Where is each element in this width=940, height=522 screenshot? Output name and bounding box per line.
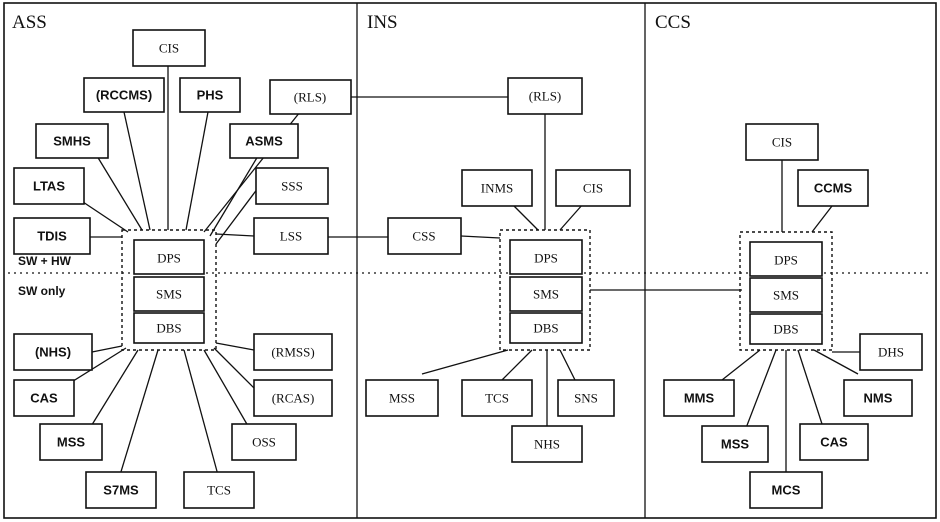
svg-text:MSS: MSS xyxy=(389,391,415,406)
ass-core-cluster: DPS SMS DBS xyxy=(121,229,217,351)
svg-text:MSS: MSS xyxy=(57,435,86,450)
svg-text:(RCCMS): (RCCMS) xyxy=(96,88,152,103)
svg-text:(RMSS): (RMSS) xyxy=(271,345,314,360)
ccs-node-mms: MMS xyxy=(663,379,735,417)
ins-node-rls: (RLS) xyxy=(507,77,583,115)
ins-core-cluster: DPS SMS DBS xyxy=(499,229,591,351)
svg-text:TCS: TCS xyxy=(485,391,509,406)
ass-node-rccms: (RCCMS) xyxy=(83,77,165,113)
ins-core-sms: SMS xyxy=(533,287,559,302)
svg-text:MCS: MCS xyxy=(772,483,801,498)
ass-node-rmss: (RMSS) xyxy=(253,333,333,371)
ass-node-oss: OSS xyxy=(231,423,297,461)
ass-node-rcas: (RCAS) xyxy=(253,379,333,417)
ass-node-ltas: LTAS xyxy=(13,167,85,205)
svg-text:CCMS: CCMS xyxy=(814,181,853,196)
ass-node-rls: (RLS) xyxy=(269,79,352,115)
section-title-ccs: CCS xyxy=(655,12,691,33)
svg-text:S7MS: S7MS xyxy=(103,483,139,498)
ins-node-css: CSS xyxy=(387,217,462,255)
svg-text:TDIS: TDIS xyxy=(37,229,67,244)
ass-node-cis: CIS xyxy=(132,29,206,67)
ccs-node-cis: CIS xyxy=(745,123,819,161)
svg-text:CAS: CAS xyxy=(820,435,848,450)
ins-node-sns: SNS xyxy=(557,379,615,417)
svg-text:(RLS): (RLS) xyxy=(294,90,327,105)
svg-text:CIS: CIS xyxy=(772,135,792,150)
ins-node-mss: MSS xyxy=(365,379,439,417)
ass-core-dbs: DBS xyxy=(156,321,181,336)
section-title-ins: INS xyxy=(367,12,398,33)
ass-node-nhs: (NHS) xyxy=(13,333,93,371)
ccs-node-nms: NMS xyxy=(843,379,913,417)
svg-text:MSS: MSS xyxy=(721,437,750,452)
ass-core-sms: SMS xyxy=(156,287,182,302)
svg-text:(RCAS): (RCAS) xyxy=(272,391,315,406)
ccs-core-cluster: DPS SMS DBS xyxy=(739,231,833,351)
ccs-node-ccms: CCMS xyxy=(797,169,869,207)
svg-text:SSS: SSS xyxy=(281,179,303,194)
svg-text:SMHS: SMHS xyxy=(53,134,91,149)
svg-text:LTAS: LTAS xyxy=(33,179,65,194)
ccs-node-mcs: MCS xyxy=(749,471,823,509)
ass-node-cas: CAS xyxy=(13,379,75,417)
svg-text:NMS: NMS xyxy=(864,391,893,406)
ccs-core-dps: DPS xyxy=(774,253,798,268)
ins-node-tcs: TCS xyxy=(461,379,533,417)
svg-text:CIS: CIS xyxy=(583,181,603,196)
ccs-node-mss: MSS xyxy=(701,425,769,463)
ass-node-lss: LSS xyxy=(253,217,329,255)
ass-node-sss: SSS xyxy=(255,167,329,205)
ccs-node-dhs: DHS xyxy=(859,333,923,371)
svg-text:DHS: DHS xyxy=(878,345,904,360)
ass-node-tcs: TCS xyxy=(183,471,255,509)
ccs-core-sms: SMS xyxy=(773,288,799,303)
ass-node-mss: MSS xyxy=(39,423,103,461)
section-title-ass: ASS xyxy=(12,12,47,33)
ass-node-s7ms: S7MS xyxy=(85,471,157,509)
svg-text:CAS: CAS xyxy=(30,391,58,406)
svg-text:LSS: LSS xyxy=(280,229,302,244)
svg-text:CSS: CSS xyxy=(412,229,435,244)
ins-node-nhs: NHS xyxy=(511,425,583,463)
svg-text:CIS: CIS xyxy=(159,41,179,56)
ccs-node-cas: CAS xyxy=(799,423,869,461)
svg-text:PHS: PHS xyxy=(197,88,224,103)
svg-text:TCS: TCS xyxy=(207,483,231,498)
ass-node-tdis: TDIS xyxy=(13,217,91,255)
svg-text:(RLS): (RLS) xyxy=(529,89,562,104)
note-sw-only: SW only xyxy=(18,284,66,298)
ccs-core-dbs: DBS xyxy=(773,322,798,337)
svg-text:MMS: MMS xyxy=(684,391,715,406)
connections xyxy=(69,66,860,476)
ass-node-phs: PHS xyxy=(179,77,241,113)
svg-text:OSS: OSS xyxy=(252,435,276,450)
ins-node-cis: CIS xyxy=(555,169,631,207)
svg-text:INMS: INMS xyxy=(481,181,514,196)
ass-node-smhs: SMHS xyxy=(35,123,109,159)
outer-frame xyxy=(3,2,937,519)
ass-node-asms: ASMS xyxy=(229,123,299,159)
note-sw-hw: SW + HW xyxy=(18,254,72,268)
ins-core-dbs: DBS xyxy=(533,321,558,336)
svg-text:(NHS): (NHS) xyxy=(35,345,71,360)
ass-core-dps: DPS xyxy=(157,251,181,266)
ins-core-dps: DPS xyxy=(534,251,558,266)
ins-node-inms: INMS xyxy=(461,169,533,207)
svg-text:SNS: SNS xyxy=(574,391,598,406)
svg-text:ASMS: ASMS xyxy=(245,134,283,149)
svg-text:NHS: NHS xyxy=(534,437,560,452)
